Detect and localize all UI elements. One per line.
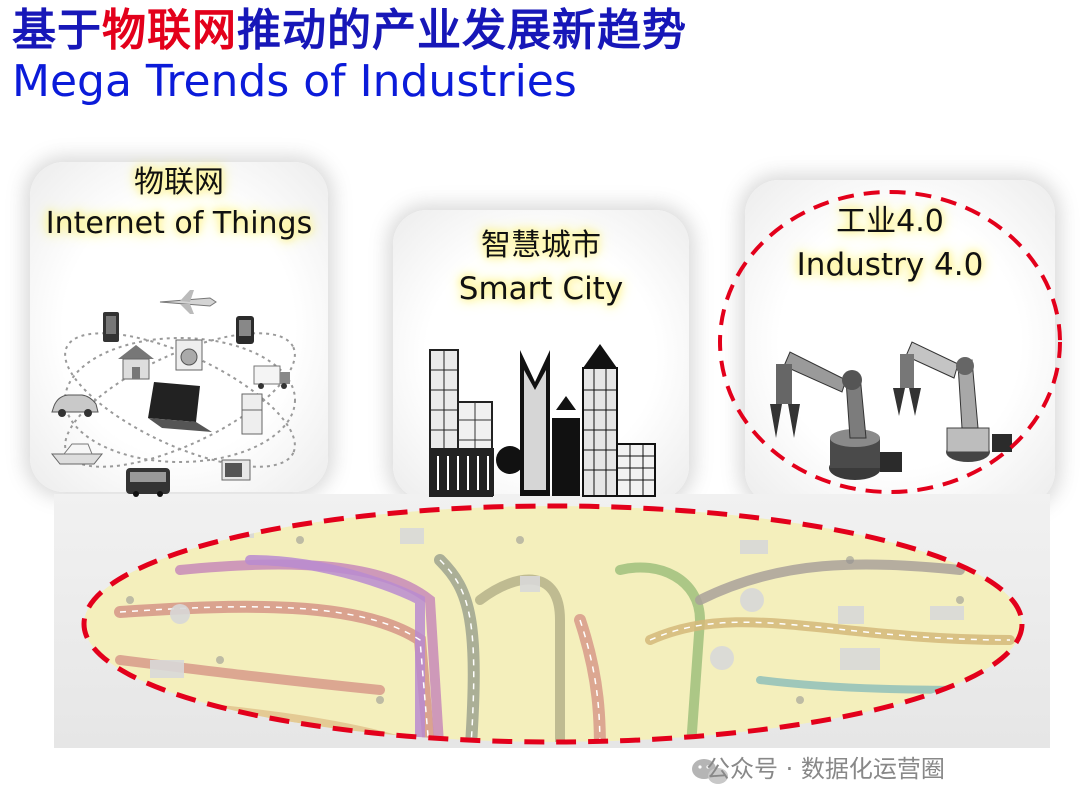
smart-city-label-cn: 智慧城市 [481,228,601,263]
network-ellipse-outline [81,503,1025,745]
airplane-icon [159,290,217,314]
phone-icon [103,312,119,342]
laptop-icon [148,382,212,432]
yacht-icon [50,443,104,465]
iot-label-cn: 物联网 [134,165,224,200]
page-title-en: Mega Trends of Industries [12,56,577,107]
smart-city-label-en: Smart City [458,271,624,307]
skyscraper-icon [429,344,656,497]
road-network [84,506,1022,742]
washing-machine-icon [175,339,203,371]
truck-icon [253,365,290,389]
industry-circle-outline [718,190,1062,494]
robot-arm-icon [770,341,1012,480]
page-title-cn: 基于物联网推动的产业发展新趋势 [12,4,687,58]
phone-icon-right [236,316,254,344]
industry-label-en: Industry 4.0 [796,247,984,283]
bus-icon [126,468,170,497]
fridge-icon [241,393,263,435]
industry-label-cn: 工业4.0 [836,204,944,239]
title-cn-highlight: 物联网 [102,5,237,56]
watermark-text: 公众号 · 数据化运营圈 [706,755,945,783]
iot-panel [30,162,328,492]
microwave-icon [221,459,251,481]
iot-label-en: Internet of Things [45,206,313,241]
title-cn-prefix: 基于 [12,5,102,56]
title-cn-suffix: 推动的产业发展新趋势 [237,5,687,56]
car-icon [51,394,99,417]
wechat-icon [692,759,728,784]
house-icon [118,345,154,380]
